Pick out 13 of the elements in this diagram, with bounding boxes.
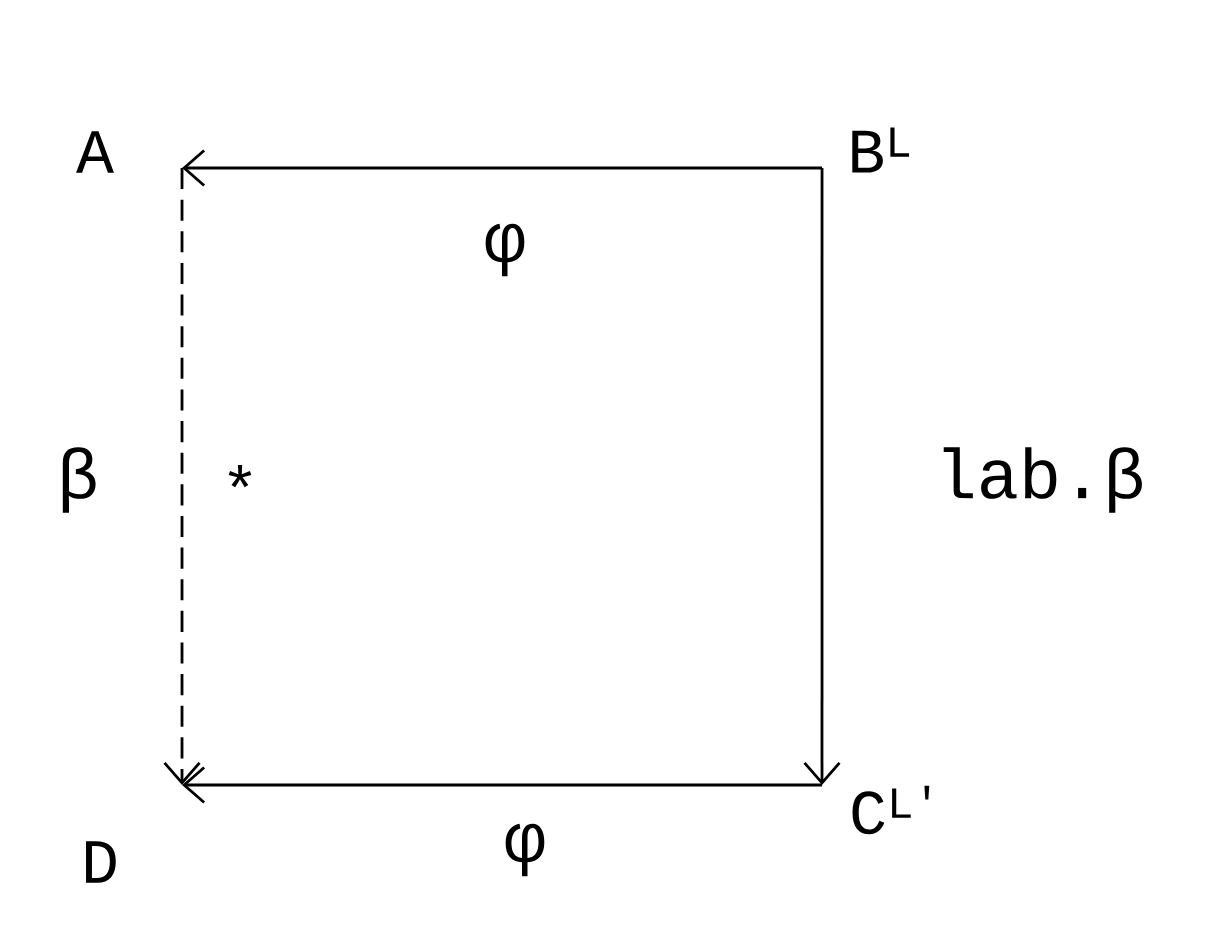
vertex-label: A: [76, 131, 114, 173]
arrow: [182, 149, 822, 187]
edge-label: β: [55, 445, 101, 515]
vertex-label: D: [86, 841, 116, 883]
vertex-label: B$^{L}$: [852, 127, 910, 173]
arrow: [803, 168, 841, 785]
vertex-label: C$^{L'}$: [852, 785, 930, 835]
edge-label: φ: [482, 221, 528, 278]
arrow: [163, 168, 201, 785]
asterisk-label: *: [228, 465, 252, 488]
arrow: [182, 766, 822, 804]
edge-label: lab.β: [932, 445, 1148, 515]
edge-label: φ: [502, 821, 548, 879]
